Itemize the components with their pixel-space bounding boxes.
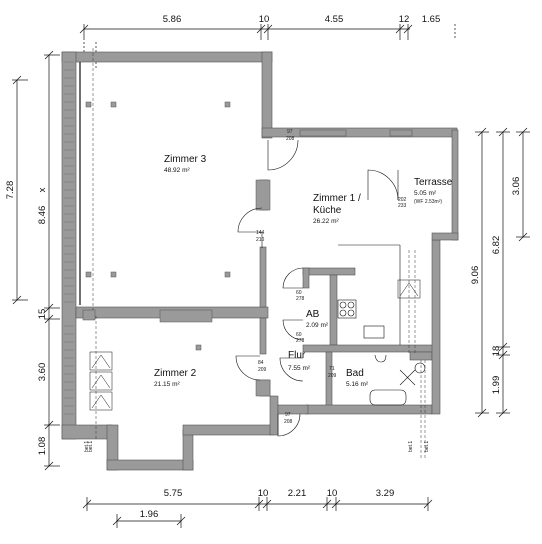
room-zimmer1-area: 26.22 m² <box>313 218 339 225</box>
door-mark-bad: 71 <box>329 366 335 372</box>
door-size-marks: 97 208 144 210 60 278 60 278 202 233 84 … <box>256 129 407 425</box>
dim-top-5: 1.65 <box>422 14 441 25</box>
room-terrasse-name: Terrasse <box>414 177 453 188</box>
dim-right-2: 6.82 <box>491 236 502 255</box>
svg-text:233: 233 <box>398 203 407 209</box>
label-bet-right-2: bet.1 <box>424 441 430 452</box>
kitchen-fixtures <box>337 244 401 345</box>
room-zimmer3-name: Zimmer 3 <box>164 154 207 165</box>
dim-bottom-2: 10 <box>258 488 269 499</box>
dim-bottom-3: 2.21 <box>288 488 307 499</box>
top-dimension-chain <box>79 24 456 70</box>
label-bet-left: bet.1 <box>84 441 90 452</box>
doors <box>235 139 399 437</box>
left-dimension-chain <box>12 50 60 471</box>
posts <box>85 101 271 397</box>
room-bad-area: 5.16 m² <box>346 381 369 388</box>
svg-text:209: 209 <box>258 367 267 373</box>
dim-right-3: 9.06 <box>470 266 481 285</box>
label-bet-left-2: bet.1 <box>88 441 94 452</box>
room-bad-name: Bad <box>346 368 364 379</box>
svg-text:209: 209 <box>328 373 337 379</box>
room-terrasse-area: 5.05 m² <box>414 190 437 197</box>
room-ab-area: 2.09 m² <box>306 322 329 329</box>
dim-left-5: 1.08 <box>37 437 48 456</box>
room-zimmer2-name: Zimmer 2 <box>154 368 197 379</box>
dim-bottom-inner: 1.96 <box>140 509 159 520</box>
dim-bottom-1: 5.75 <box>164 488 183 499</box>
door-mark-terrace: 202 <box>398 197 407 203</box>
svg-text:278: 278 <box>296 296 305 302</box>
dim-left-x: x <box>37 187 48 192</box>
bath-fixtures <box>369 354 426 406</box>
door-mark-flur: 84 <box>258 360 264 366</box>
bottom-dimension-chain <box>82 497 433 528</box>
room-flur-name: Flur <box>288 350 306 361</box>
dim-bottom-5: 3.29 <box>376 488 395 499</box>
dim-bottom-4: 10 <box>327 488 338 499</box>
door-mark-ab-bottom: 60 <box>296 332 302 338</box>
walls <box>61 51 459 471</box>
svg-text:208: 208 <box>286 136 295 142</box>
room-zimmer1-name-line2: Küche <box>313 205 342 216</box>
label-bet-right: bet.1 <box>408 441 414 452</box>
door-mark-ab-top: 60 <box>296 290 302 296</box>
svg-text:278: 278 <box>296 338 305 344</box>
dim-top-2: 10 <box>259 14 270 25</box>
skylight-symbols <box>89 279 421 411</box>
roof-lines <box>92 48 426 460</box>
dim-top-3: 4.55 <box>325 14 344 25</box>
dim-right-1: 3.06 <box>511 177 522 196</box>
dim-right-4: 18 <box>491 346 502 357</box>
room-terrasse-area-wf: (WF 2.53m²) <box>414 199 442 205</box>
door-mark-z3: 144 <box>256 230 265 236</box>
svg-text:208: 208 <box>284 419 293 425</box>
room-zimmer2-area: 21.15 m² <box>154 381 180 388</box>
room-ab-name: AB <box>306 309 320 320</box>
dim-top-1: 5.86 <box>163 14 182 25</box>
dim-right-5: 1.99 <box>491 376 502 395</box>
dim-left-3: 15 <box>37 309 48 320</box>
roof-slope-hatch <box>64 61 74 415</box>
door-mark-top: 97 <box>287 129 293 135</box>
window-recesses <box>82 129 413 323</box>
room-zimmer3-area: 48.92 m² <box>164 167 190 174</box>
room-flur-area: 7.55 m² <box>288 365 311 372</box>
room-zimmer1-name-line1: Zimmer 1 / <box>313 193 361 204</box>
dim-top-4: 12 <box>399 14 410 25</box>
dim-left-4: 3.60 <box>37 363 48 382</box>
right-dimension-chain <box>475 127 530 418</box>
door-mark-bottom: 97 <box>285 412 291 418</box>
svg-text:210: 210 <box>256 237 265 243</box>
dim-left-2: 8.46 <box>37 206 48 225</box>
dim-left-1: 7.28 <box>5 181 16 200</box>
